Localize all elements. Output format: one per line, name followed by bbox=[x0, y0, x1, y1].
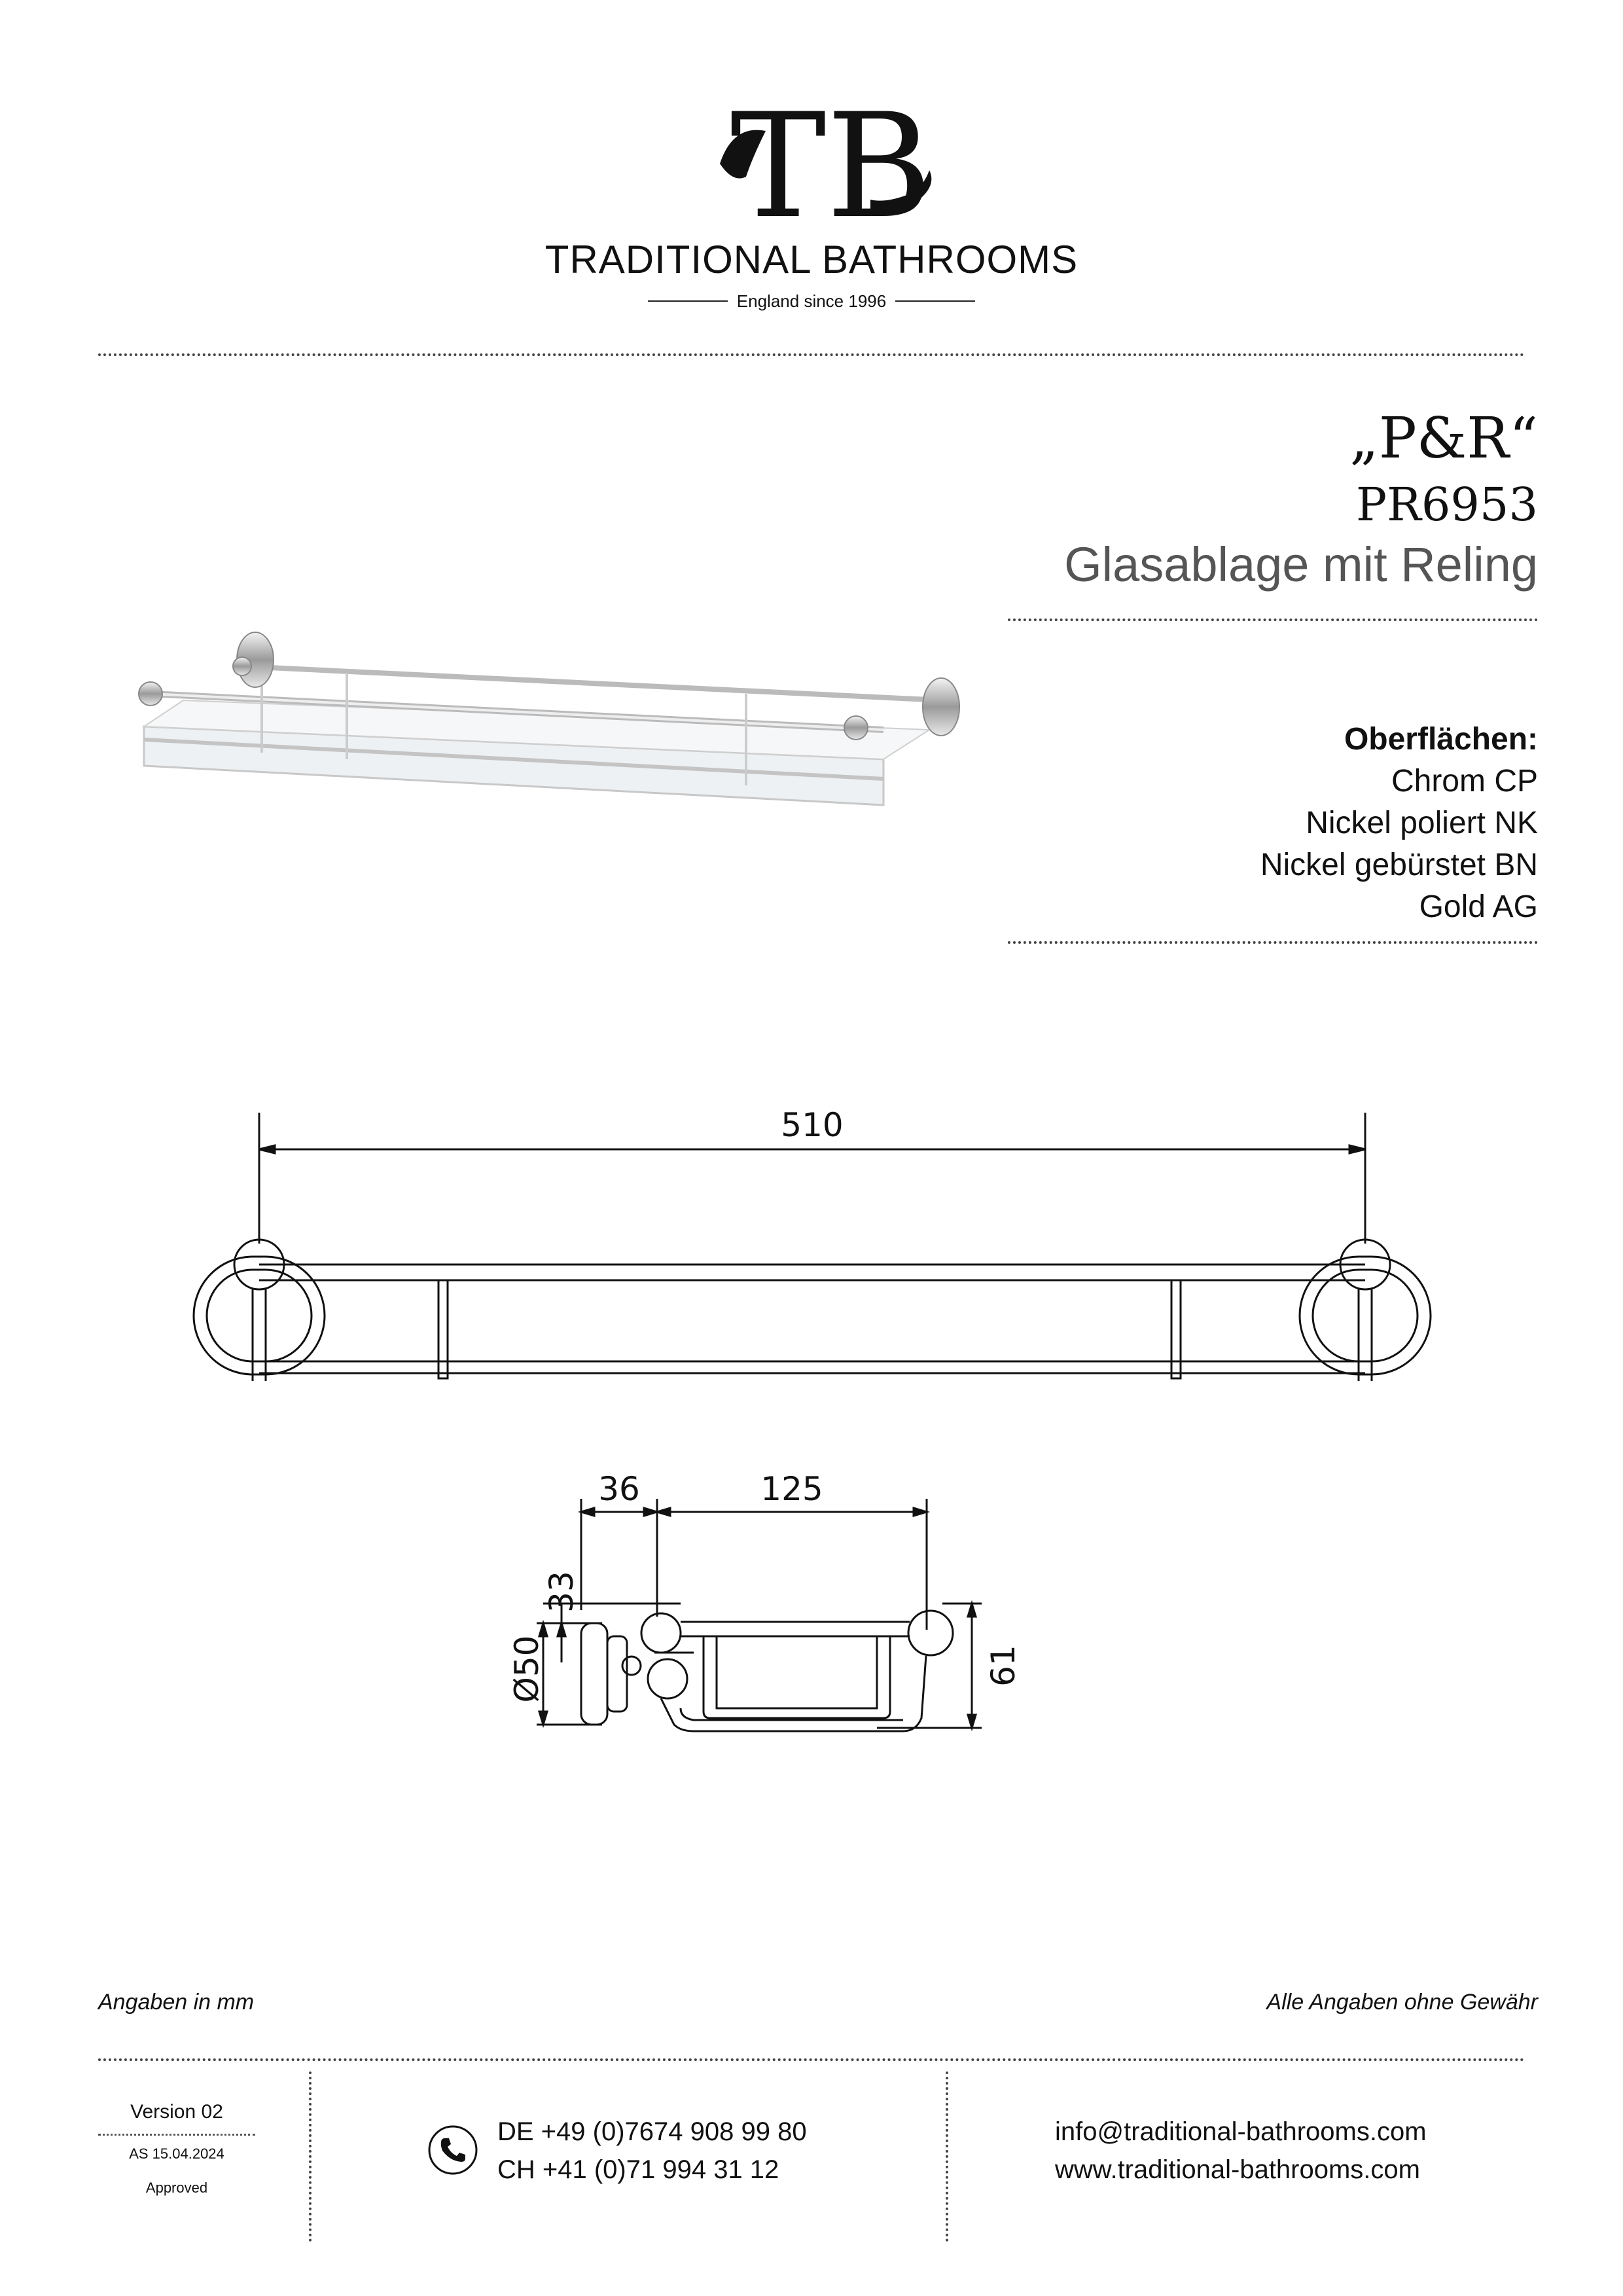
dim-width-label: 510 bbox=[781, 1106, 843, 1144]
phone-de[interactable]: DE +49 (0)7674 908 99 80 bbox=[497, 2117, 807, 2146]
brand-tagline-row: England since 1996 bbox=[648, 288, 975, 314]
dim-height-label: 61 bbox=[984, 1645, 1021, 1687]
series-name: „P&R“ bbox=[1349, 406, 1538, 471]
finishes-divider bbox=[1008, 941, 1538, 944]
contact-links: info@traditional-bathrooms.com www.tradi… bbox=[1055, 2113, 1427, 2189]
phone-ch[interactable]: CH +41 (0)71 994 31 12 bbox=[497, 2155, 779, 2184]
brand-logo: TB bbox=[720, 85, 932, 249]
phone-numbers: DE +49 (0)7674 908 99 80 CH +41 (0)71 99… bbox=[497, 2113, 807, 2189]
disclaimer-note: Alle Angaben ohne Gewähr bbox=[1266, 1990, 1538, 2015]
finish-item: Nickel poliert NK bbox=[1306, 806, 1538, 840]
finish-item: Chrom CP bbox=[1391, 764, 1538, 798]
tagline-rule-left bbox=[648, 300, 728, 302]
units-note: Angaben in mm bbox=[98, 1990, 255, 2015]
header-divider bbox=[98, 353, 1525, 356]
logo-monogram: TB bbox=[730, 85, 932, 249]
dim-offset-label: 33 bbox=[543, 1571, 580, 1613]
approval-status: Approved bbox=[145, 2179, 208, 2196]
footer-divider bbox=[98, 2058, 1525, 2061]
finish-item: Nickel gebürstet BN bbox=[1260, 848, 1538, 882]
email-link[interactable]: info@traditional-bathrooms.com bbox=[1055, 2117, 1427, 2146]
title-divider bbox=[1008, 619, 1538, 621]
finish-item: Gold AG bbox=[1419, 889, 1538, 924]
tagline-rule-right bbox=[895, 300, 975, 302]
brand-name: TRADITIONAL BATHROOMS bbox=[544, 238, 1079, 281]
finishes-heading: Oberflächen: bbox=[1344, 722, 1538, 757]
finishes-list: Oberflächen: Chrom CP Nickel poliert NK … bbox=[1260, 719, 1538, 928]
version-rule bbox=[98, 2134, 255, 2136]
side-view-drawing: 36 125 33 Ø50 61 bbox=[508, 1470, 1021, 1732]
lion-tail-icon bbox=[870, 170, 932, 211]
phone-icon bbox=[428, 2125, 478, 2175]
website-link[interactable]: www.traditional-bathrooms.com bbox=[1055, 2155, 1420, 2184]
version-date: AS 15.04.2024 bbox=[129, 2145, 224, 2162]
product-name: Glasablage mit Reling bbox=[1064, 537, 1538, 592]
version-label: Version 02 bbox=[130, 2101, 223, 2123]
dim-projection-label: 36 bbox=[598, 1470, 640, 1508]
lion-head-icon bbox=[720, 130, 766, 179]
front-view-drawing: 510 bbox=[192, 1106, 1432, 1381]
dim-diameter-label: Ø50 bbox=[508, 1636, 546, 1703]
dim-depth-label: 125 bbox=[760, 1470, 823, 1508]
model-number: PR6953 bbox=[1356, 478, 1538, 531]
product-photo bbox=[138, 632, 960, 806]
footer-column-divider bbox=[309, 2072, 312, 2242]
brand-tagline: England since 1996 bbox=[736, 291, 887, 311]
footer-column-divider bbox=[946, 2072, 948, 2242]
